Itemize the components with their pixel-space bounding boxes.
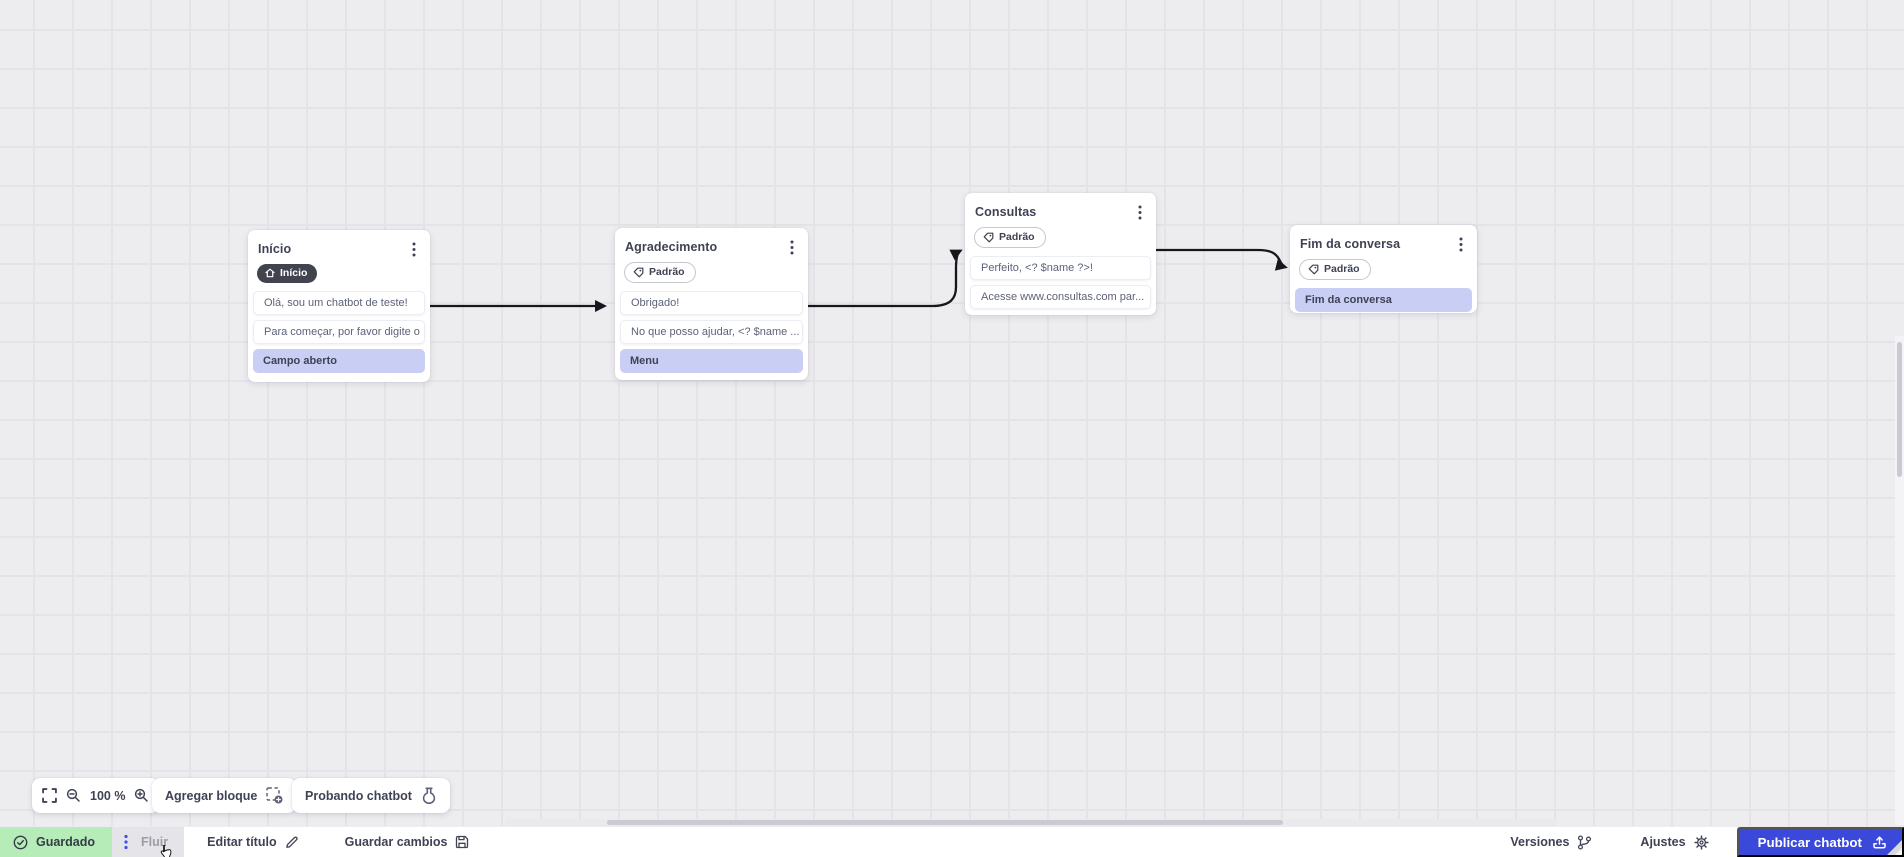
save-changes-label: Guardar cambios — [344, 835, 448, 849]
publish-chatbot-label: Publicar chatbot — [1757, 834, 1862, 850]
tab-flow[interactable]: Fluir — [112, 827, 185, 857]
flask-icon — [422, 787, 436, 804]
versions-label: Versiones — [1510, 835, 1570, 849]
message-item[interactable]: Acesse www.consultas.com par... — [970, 284, 1151, 309]
kebab-icon[interactable] — [1132, 204, 1148, 220]
publish-chatbot-button[interactable]: Publicar chatbot — [1736, 827, 1904, 857]
node-type-badge: Padrão — [1299, 259, 1371, 280]
node-title: Início — [258, 242, 292, 256]
save-changes-button[interactable]: Guardar cambios — [335, 827, 480, 857]
node-title: Fim da conversa — [1300, 237, 1401, 251]
flow-node-consultas[interactable]: Consultas Padrão Perfeito, <? $name ?>! … — [965, 193, 1156, 315]
settings-button[interactable]: Ajustes — [1626, 827, 1722, 857]
zoom-out-icon[interactable] — [66, 788, 81, 803]
status-bar: Guardado Fluir Editar título Guardar cam… — [0, 826, 1904, 857]
horizontal-scrollbar-thumb[interactable] — [607, 820, 1283, 825]
connector-agradecimento-consultas — [808, 249, 963, 308]
add-block-button[interactable]: Agregar bloque — [152, 778, 297, 813]
save-icon — [456, 835, 469, 849]
add-block-icon — [266, 787, 283, 804]
add-block-label: Agregar bloque — [165, 788, 258, 803]
test-chatbot-button[interactable]: Probando chatbot — [292, 778, 450, 813]
flow-node-agradecimento[interactable]: Agradecimento Padrão Obrigado! No que po… — [615, 228, 808, 380]
edit-title-button[interactable]: Editar título — [197, 827, 308, 857]
kebab-icon[interactable] — [1453, 236, 1469, 252]
node-type-badge: Padrão — [624, 262, 696, 283]
kebab-icon[interactable] — [784, 239, 800, 255]
pencil-icon — [285, 836, 298, 848]
home-icon — [265, 268, 275, 278]
node-type-badge: Padrão — [974, 227, 1046, 248]
horizontal-scrollbar-track — [505, 819, 1556, 826]
flow-tab-label: Fluir — [141, 835, 169, 849]
message-item[interactable]: Perfeito, <? $name ?>! — [970, 255, 1151, 280]
message-item[interactable]: Para começar, por favor digite o ... — [253, 320, 425, 345]
status-bar-right-group: Versiones Ajustes Publicar chatbot — [1496, 827, 1904, 857]
drag-dots-icon[interactable] — [124, 834, 128, 850]
node-title: Agradecimento — [625, 240, 718, 254]
versions-button[interactable]: Versiones — [1496, 827, 1606, 857]
fullscreen-icon[interactable] — [42, 788, 57, 803]
menu-item[interactable]: Menu — [620, 348, 803, 373]
message-item[interactable]: No que posso ajudar, <? $name ... — [620, 319, 803, 344]
message-item[interactable]: Obrigado! — [620, 290, 803, 315]
end-conversation-item[interactable]: Fim da conversa — [1295, 287, 1472, 312]
flow-node-inicio[interactable]: Início Início Olá, sou um chatbot de tes… — [248, 230, 430, 382]
message-item[interactable]: Olá, sou um chatbot de teste! — [253, 291, 425, 316]
branch-icon — [1578, 834, 1592, 850]
zoom-level: 100 % — [90, 788, 126, 803]
kebab-icon[interactable] — [406, 241, 422, 257]
zoom-in-icon[interactable] — [134, 788, 149, 803]
node-type-badge: Início — [257, 264, 318, 283]
saved-status-badge: Guardado — [0, 827, 113, 857]
tag-icon — [983, 232, 994, 243]
hand-cursor-icon — [160, 845, 172, 857]
open-field-item[interactable]: Campo aberto — [253, 349, 425, 374]
connector-consultas-fim — [1156, 248, 1288, 271]
vertical-scrollbar-thumb[interactable] — [1897, 342, 1902, 477]
zoom-controls: 100 % — [32, 778, 160, 813]
tag-icon — [633, 267, 644, 278]
gear-icon — [1693, 834, 1709, 850]
settings-label: Ajustes — [1640, 835, 1686, 849]
page-corner-highlight — [1894, 847, 1902, 855]
upload-icon — [1873, 835, 1886, 849]
vertical-scrollbar-track — [1895, 336, 1904, 825]
node-title: Consultas — [975, 205, 1037, 219]
tag-icon — [1308, 264, 1319, 275]
saved-status-label: Guardado — [36, 835, 96, 849]
test-chatbot-label: Probando chatbot — [305, 788, 412, 803]
edit-title-label: Editar título — [207, 835, 277, 849]
check-circle-icon — [13, 835, 28, 849]
flow-node-fim-da-conversa[interactable]: Fim da conversa Padrão Fim da conversa — [1290, 225, 1477, 313]
